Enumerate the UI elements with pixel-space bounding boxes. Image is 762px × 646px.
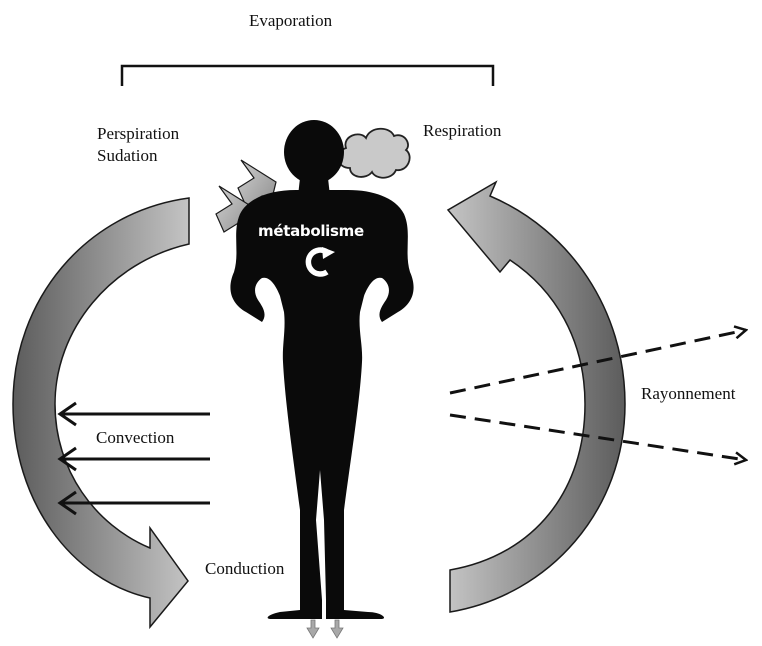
human-silhouette — [230, 120, 414, 619]
evaporation-label: Evaporation — [249, 11, 333, 30]
rayonnement-label: Rayonnement — [641, 384, 736, 403]
respiration-label: Respiration — [423, 121, 502, 140]
right-circulation-arrow — [446, 180, 626, 613]
respiration-cloud-icon — [337, 127, 411, 179]
perspiration-label: Perspiration — [97, 124, 180, 143]
metabolisme-label: métabolisme — [258, 222, 364, 240]
metabolism-cycle-icon — [305, 247, 335, 277]
conduction-arrows — [306, 619, 344, 639]
left-circulation-arrow — [12, 197, 190, 630]
sudation-label: Sudation — [97, 146, 158, 165]
radiation-arrows — [449, 330, 746, 460]
convection-label: Convection — [96, 428, 175, 447]
evaporation-bracket — [120, 64, 495, 86]
convection-arrows — [57, 401, 210, 516]
conduction-label: Conduction — [205, 559, 285, 578]
